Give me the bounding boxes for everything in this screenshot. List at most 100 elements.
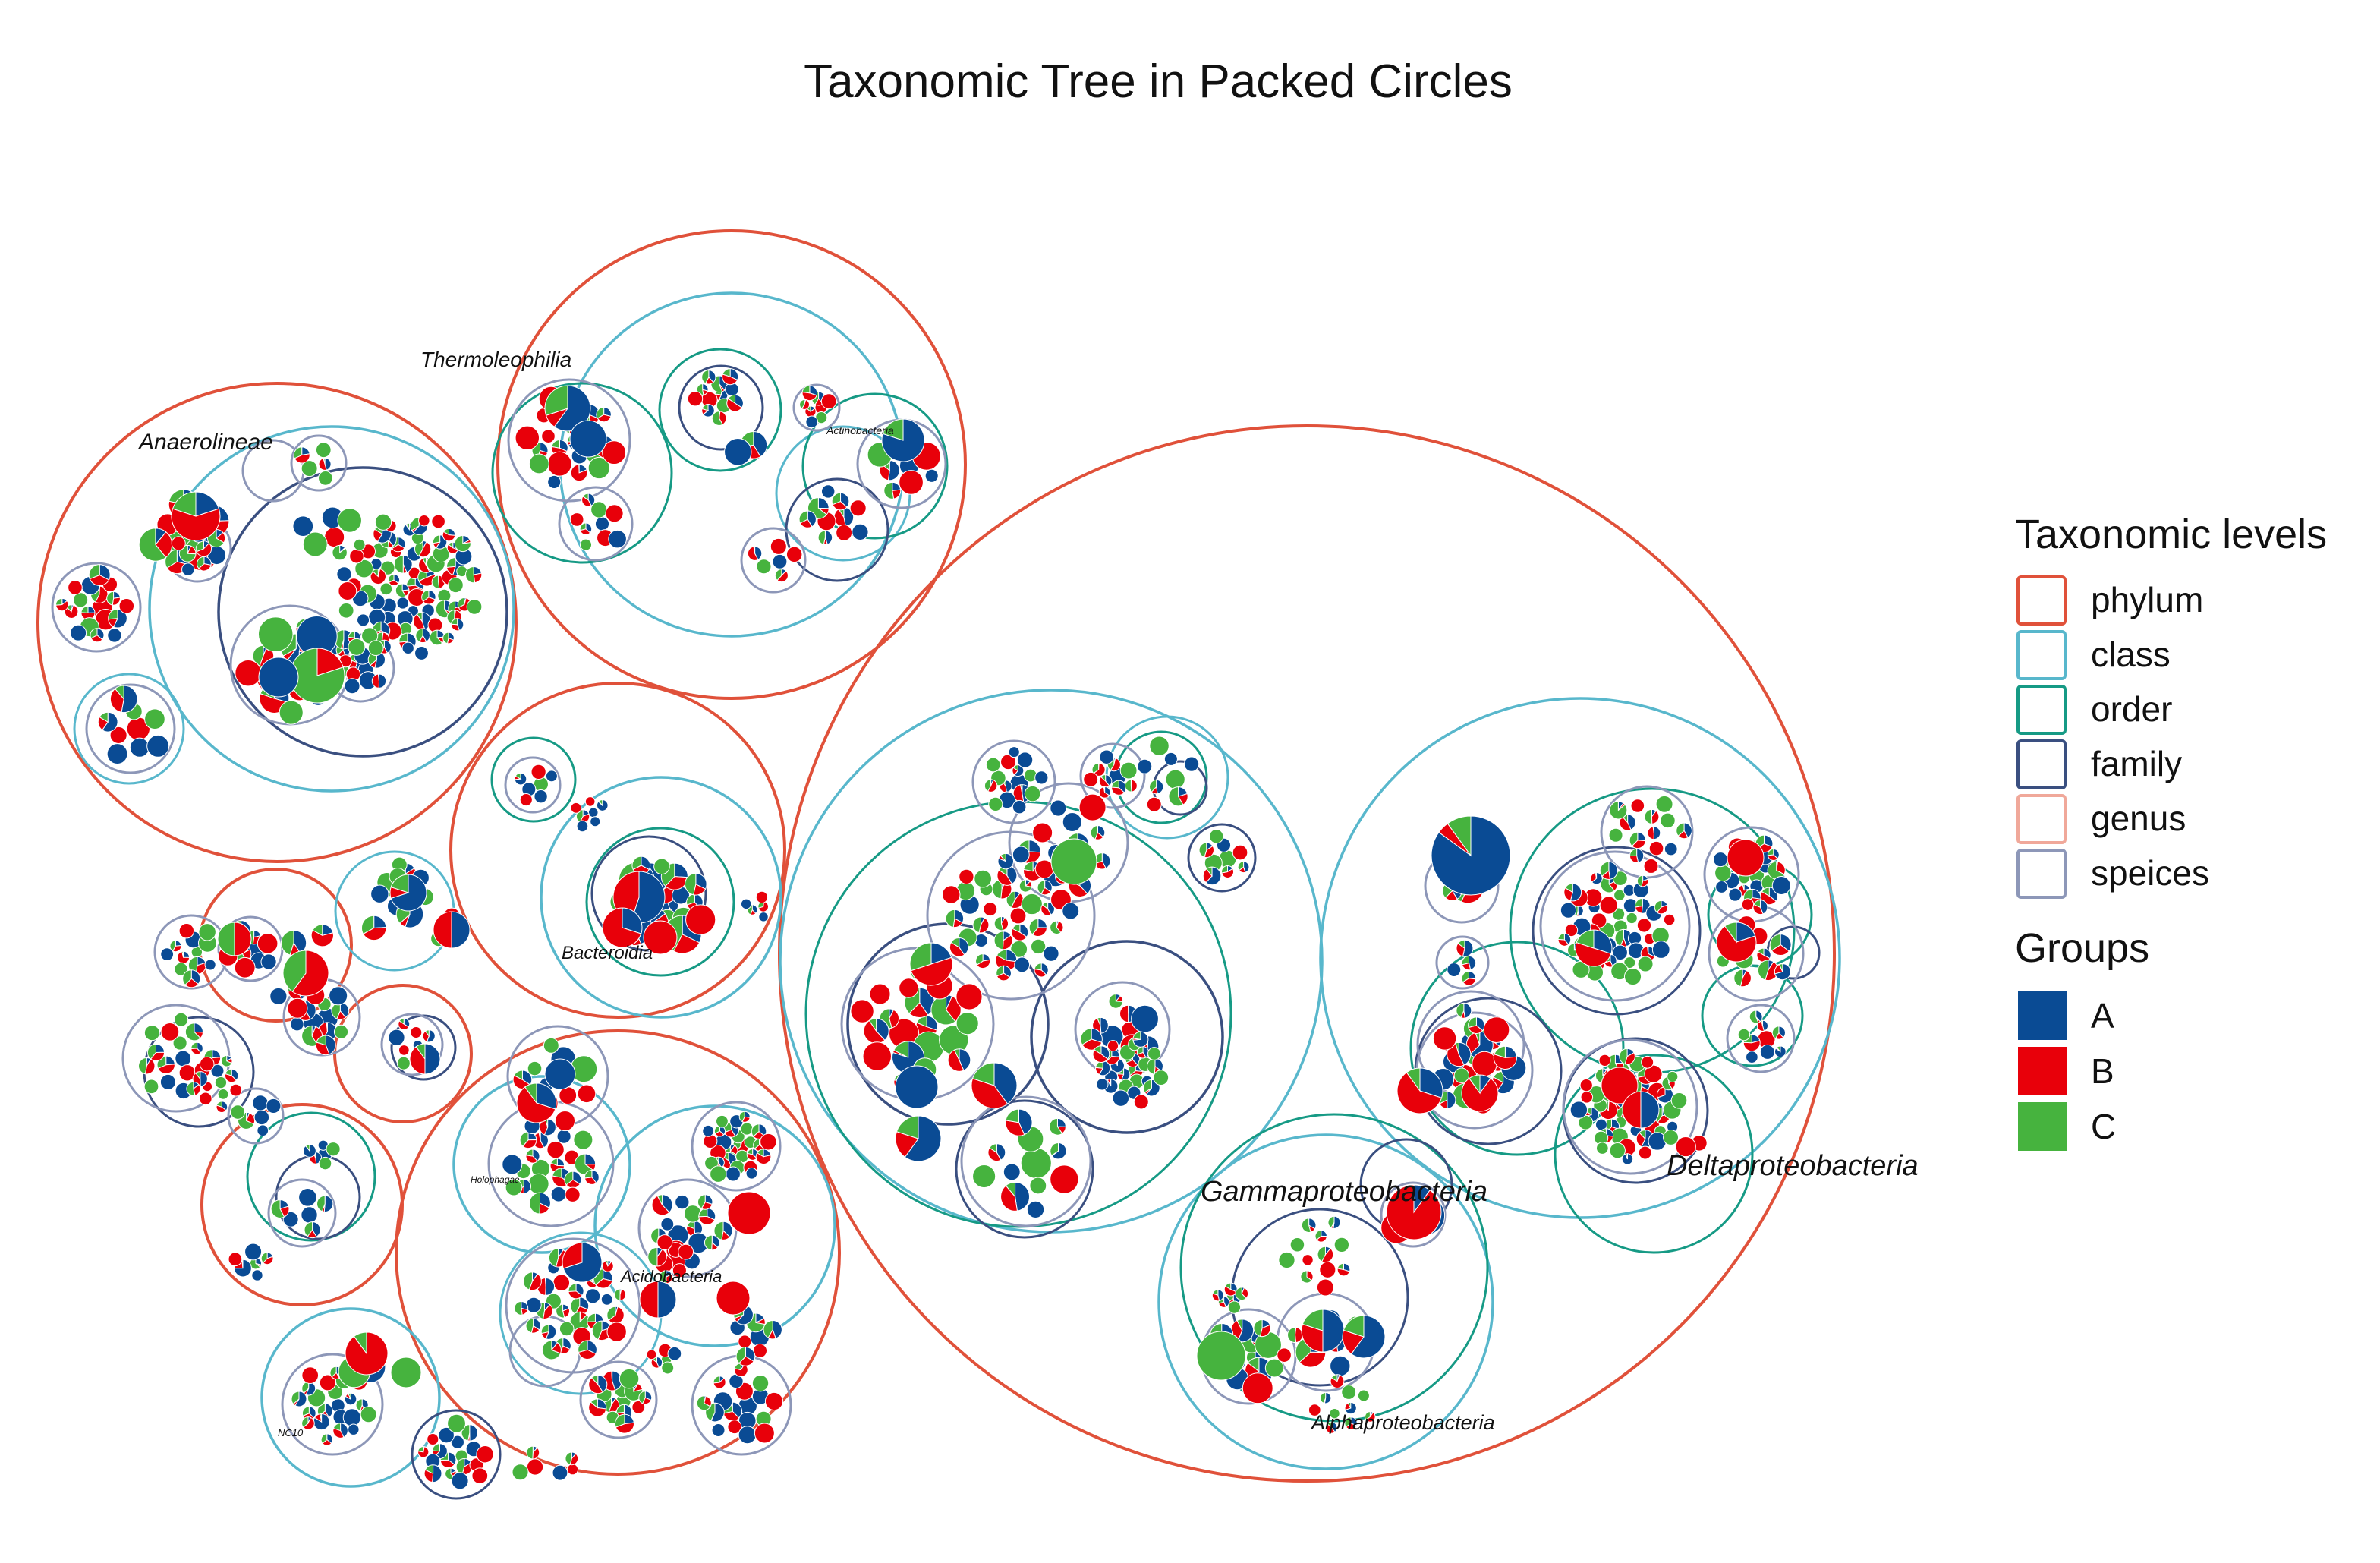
species-pie [442,528,456,542]
species-pie [293,446,310,464]
species-pie [1746,1051,1758,1064]
species-pie [1637,956,1654,972]
species-pie [685,872,707,896]
taxon-ring [1435,935,1490,990]
species-pie [716,1281,751,1316]
species-pie [593,1268,613,1289]
species-pie [389,874,427,912]
species-pie [1132,1031,1149,1048]
species-pie [1644,1064,1663,1083]
species-pie [106,743,128,765]
species-pie [1112,1089,1130,1107]
species-pie [590,816,601,827]
species-pie [1636,874,1649,887]
taxon-ring [579,1360,658,1439]
species-pie [55,597,69,612]
taxon-ring [1539,850,1691,1002]
species-pie [301,1206,318,1224]
species-pie [326,1142,341,1157]
species-pie [895,1115,942,1162]
species-pie [546,1140,565,1159]
species-pie [711,1423,726,1437]
species-pie [1202,866,1222,886]
species-pie [1242,1372,1273,1404]
species-pie [1613,889,1626,901]
species-pie [924,468,939,483]
species-pie [577,1084,597,1104]
species-pie [556,1303,570,1319]
species-pie [1034,770,1049,785]
taxon-ring [1157,1133,1494,1470]
species-pie [651,1194,673,1216]
species-pie [1638,1145,1652,1160]
species-pie [594,516,610,531]
species-pie [584,1169,600,1185]
species-pie [985,757,1001,773]
species-pie [1714,864,1732,882]
species-pie [432,1443,448,1460]
species-pie [1579,1078,1593,1092]
species-pie [1733,969,1752,988]
species-pie [138,1057,156,1075]
species-pie [90,628,105,643]
species-pie [421,590,436,605]
species-pie [727,1420,742,1435]
species-pie [1168,786,1188,807]
species-pie [338,581,357,600]
taxon-ring [395,1029,841,1476]
taxon-ring [1726,1004,1796,1073]
species-pie [1771,1026,1786,1040]
species-pie [177,950,190,964]
species-pie [198,923,216,941]
legend-label-group-C: C [2091,1107,2116,1146]
species-pie [287,997,308,1019]
species-pie [569,512,584,527]
taxon-ring [955,1099,1094,1239]
species-pie [1713,852,1728,868]
taxon-ring [504,756,562,814]
species-pie [570,464,588,482]
species-pie [1667,1070,1679,1082]
species-pie [512,1070,533,1090]
species-pie [1030,938,1047,955]
species-pie [947,1048,971,1072]
legend-label-family: family [2091,744,2182,783]
species-pie [955,1012,979,1035]
species-pie [959,868,974,885]
species-pie [88,564,111,586]
species-pie [678,1243,694,1260]
species-pie [1609,801,1628,820]
species-pie [1344,1401,1357,1415]
species-pie [1018,879,1033,893]
species-pie [597,799,609,811]
species-pie [395,583,410,598]
species-pie [724,438,752,466]
taxon-label: Thermoleophilia [420,348,571,371]
species-pie [588,1375,608,1394]
species-pie [396,597,409,610]
species-pie [1447,963,1462,977]
species-pie [184,1023,204,1041]
taxon-ring [380,1013,444,1076]
species-pie [883,481,902,499]
species-pie [1648,840,1664,856]
species-pie [1149,779,1164,795]
species-pie [643,920,678,955]
species-pie [1050,799,1067,817]
species-pie [1264,1358,1284,1378]
species-pie [178,544,197,562]
species-pie [1629,848,1645,863]
taxon-ring [260,1307,441,1488]
species-pie [1253,1319,1271,1338]
species-pie [581,493,596,507]
species-pie [344,1392,357,1406]
species-pie [1456,1002,1472,1019]
species-pie [1727,839,1765,877]
species-pie [414,540,432,558]
species-pie [214,1076,228,1089]
species-pie [160,1022,180,1041]
species-pie [881,418,925,462]
species-pie [836,524,853,541]
species-pie [1012,846,1030,864]
